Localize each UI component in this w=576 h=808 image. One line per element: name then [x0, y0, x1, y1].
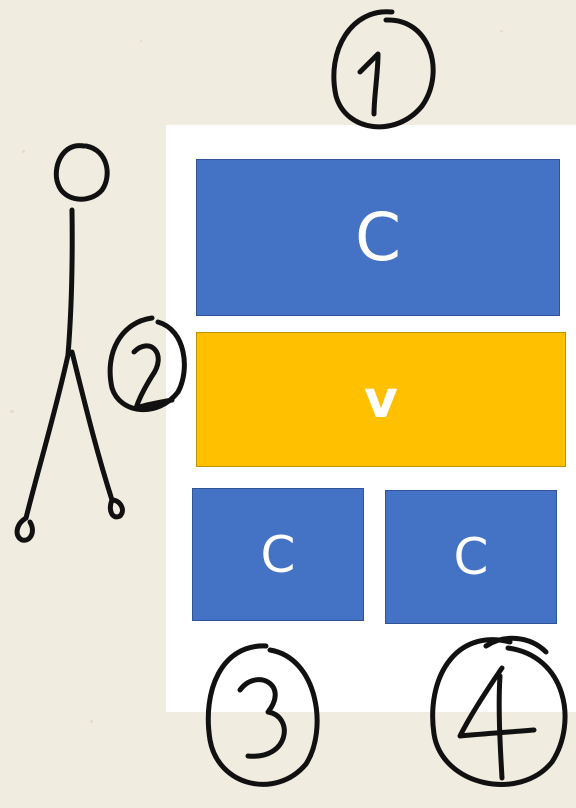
block-bottom-right: C	[385, 490, 557, 624]
marker-4-icon	[430, 635, 568, 787]
block-top-label: C	[354, 199, 402, 276]
marker-1-icon	[331, 9, 436, 130]
paper-speck	[140, 40, 142, 42]
block-middle: v	[196, 332, 566, 467]
block-middle-label: v	[364, 369, 398, 430]
block-bottom-left: C	[192, 488, 364, 621]
paper-speck	[90, 720, 93, 723]
paper-speck	[500, 30, 503, 32]
paper-speck	[10, 410, 14, 413]
block-top: C	[196, 159, 560, 316]
marker-3-icon	[205, 643, 320, 787]
marker-2-icon	[107, 315, 187, 412]
stick-figure-icon	[14, 143, 125, 543]
paper-speck	[22, 150, 25, 153]
block-bottom-left-label: C	[260, 525, 296, 584]
block-bottom-right-label: C	[453, 528, 489, 586]
